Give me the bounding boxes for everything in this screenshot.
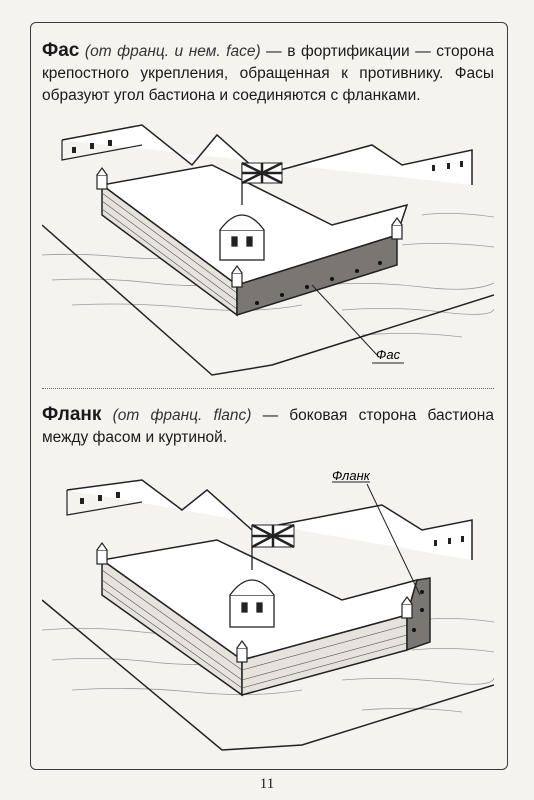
page-number: 11	[259, 776, 275, 792]
callout-fas: Фас	[376, 347, 401, 362]
bastion-illustration-fas: Фас	[42, 124, 494, 376]
section-divider	[42, 388, 494, 389]
entry-fas: Фас (от франц. и нем. face) — в фортифик…	[42, 40, 494, 107]
term-fas: Фас	[42, 40, 80, 61]
bastion-illustration-flank: Фланк	[42, 470, 494, 751]
definition-flank: — боковая сторона бастиона между фасом и…	[42, 407, 494, 446]
definition-fas: — в фортификации — сторона крепостного у…	[42, 43, 495, 104]
callout-flank: Фланк	[332, 470, 371, 483]
etymology-fas: (от франц. и нем. face)	[84, 43, 261, 60]
entry-flank: Фланк (от франц. flanc) — боковая сторон…	[42, 404, 494, 449]
term-flank: Фланк	[42, 404, 102, 425]
page-frame	[30, 22, 508, 770]
etymology-flank: (от франц. flanc)	[112, 407, 252, 424]
